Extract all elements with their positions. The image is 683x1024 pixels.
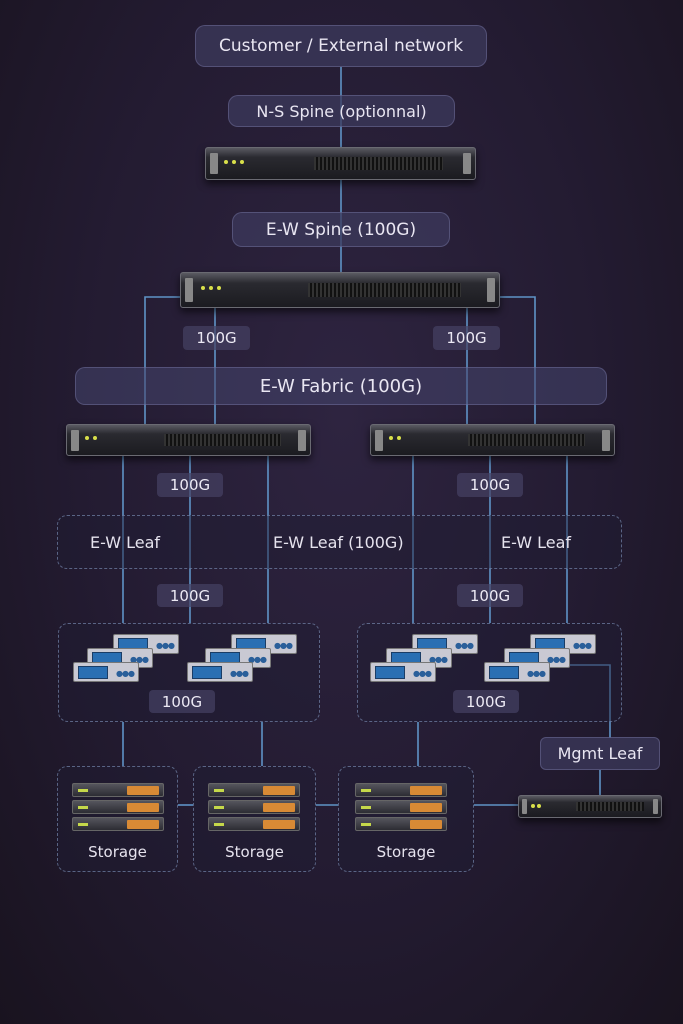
storage-label: Storage (225, 843, 284, 861)
storage-label: Storage (88, 843, 147, 861)
ew-spine-switch-icon (180, 272, 500, 308)
storage-label: Storage (376, 843, 436, 861)
customer-external-network-node: Customer / External network (195, 25, 487, 67)
leaf-downlink-label-left: 100G (157, 584, 223, 607)
leaf-uplink-label-left: 100G (157, 473, 223, 497)
ew-fabric-band: E-W Fabric (100G) (75, 367, 607, 405)
storage-group-2: Storage (193, 766, 316, 872)
leaf-switch-left-icon (66, 424, 311, 456)
ew-leaf-label-center: E-W Leaf (100G) (273, 533, 404, 552)
storage-unit-icon (208, 783, 300, 797)
ew-leaf-label-right: E-W Leaf (501, 533, 572, 552)
mgmt-leaf-label: Mgmt Leaf (540, 737, 660, 770)
ns-spine-label: N-S Spine (optionnal) (228, 95, 455, 127)
ew-leaf-group: E-W Leaf E-W Leaf (100G) E-W Leaf (57, 515, 622, 569)
ew-spine-label: E-W Spine (100G) (232, 212, 450, 247)
storage-unit-icon (208, 800, 300, 814)
storage-unit-icon (72, 783, 164, 797)
server-link-label: 100G (149, 690, 215, 713)
ew-leaf-label-left: E-W Leaf (90, 533, 161, 552)
mgmt-leaf-switch-icon (518, 795, 662, 818)
server-icon: ●●● (370, 662, 436, 682)
storage-group-3: Storage (338, 766, 474, 872)
server-icon: ●●● (484, 662, 550, 682)
storage-unit-icon (208, 817, 300, 831)
storage-unit-icon (72, 800, 164, 814)
fabric-link-label-left: 100G (183, 326, 250, 350)
ns-spine-switch-icon (205, 147, 476, 180)
leaf-uplink-label-right: 100G (457, 473, 523, 497)
server-icon: ●●● (73, 662, 139, 682)
storage-unit-icon (72, 817, 164, 831)
server-link-label: 100G (453, 690, 519, 713)
storage-unit-icon (355, 817, 447, 831)
server-group-right: ●●● ●●● ●●● ●●● ●●● ●●● 100G (357, 623, 622, 722)
server-group-left: ●●● ●●● ●●● ●●● ●●● ●●● 100G (58, 623, 320, 722)
storage-group-1: Storage (57, 766, 178, 872)
fabric-link-label-right: 100G (433, 326, 500, 350)
storage-unit-icon (355, 800, 447, 814)
leaf-downlink-label-right: 100G (457, 584, 523, 607)
leaf-switch-right-icon (370, 424, 615, 456)
storage-unit-icon (355, 783, 447, 797)
server-icon: ●●● (187, 662, 253, 682)
